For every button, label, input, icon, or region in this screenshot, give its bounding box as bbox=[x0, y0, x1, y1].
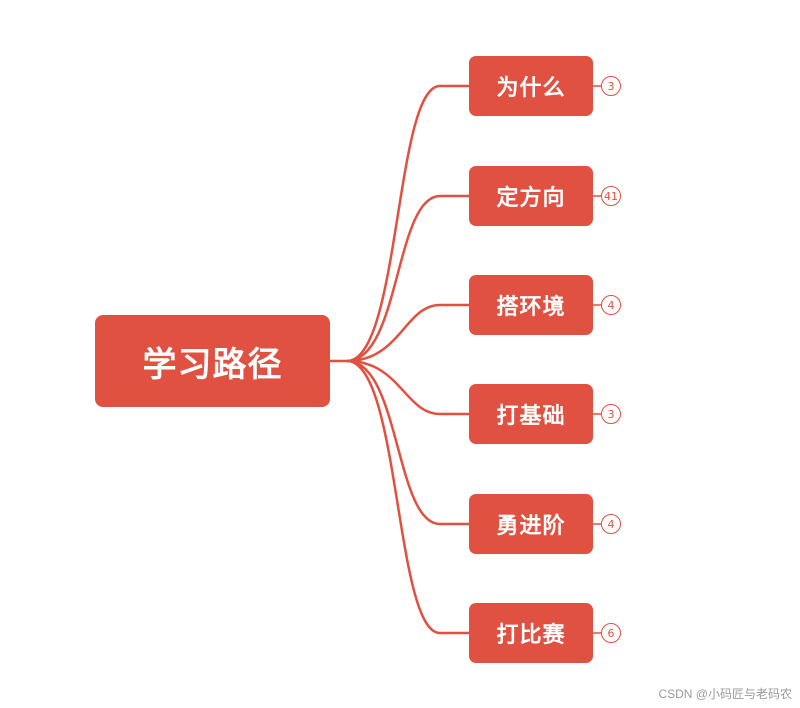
collapsed-count-badge[interactable]: 41 bbox=[601, 186, 621, 206]
branch-node-advanced[interactable]: 勇进阶 bbox=[469, 494, 593, 554]
branch-node-basics[interactable]: 打基础 bbox=[469, 384, 593, 444]
connector-6 bbox=[346, 359, 469, 635]
badge-count: 3 bbox=[607, 79, 615, 93]
badge-count: 4 bbox=[607, 517, 615, 531]
connector-5 bbox=[346, 359, 469, 526]
branch-node-label: 搭环境 bbox=[496, 295, 566, 320]
branch-node-competition[interactable]: 打比赛 bbox=[469, 603, 593, 663]
watermark: CSDN @小码匠与老码农 bbox=[658, 687, 792, 701]
badge-count: 41 bbox=[604, 189, 618, 203]
collapsed-count-badge[interactable]: 4 bbox=[601, 295, 621, 315]
collapsed-count-badge[interactable]: 3 bbox=[601, 404, 621, 424]
branch-node-label: 勇进阶 bbox=[496, 514, 566, 539]
branch-node-label: 定方向 bbox=[496, 186, 566, 211]
badge-count: 6 bbox=[607, 626, 615, 640]
branch-node-direction[interactable]: 定方向 bbox=[469, 166, 593, 226]
connector-2 bbox=[346, 194, 469, 363]
connector-3 bbox=[346, 303, 469, 363]
branch-node-environment[interactable]: 搭环境 bbox=[469, 275, 593, 335]
badge-count: 3 bbox=[607, 407, 615, 421]
badge-count: 4 bbox=[607, 298, 615, 312]
connector-4 bbox=[346, 359, 469, 416]
root-node-label: 学习路径 bbox=[142, 344, 283, 385]
connector-1 bbox=[330, 84, 469, 363]
branch-node-label: 打比赛 bbox=[496, 623, 566, 648]
branch-node-why[interactable]: 为什么 bbox=[469, 56, 593, 116]
collapsed-count-badge[interactable]: 4 bbox=[601, 514, 621, 534]
root-node[interactable]: 学习路径 bbox=[95, 315, 330, 407]
collapsed-count-badge[interactable]: 6 bbox=[601, 623, 621, 643]
branch-node-label: 为什么 bbox=[496, 76, 566, 101]
collapsed-count-badge[interactable]: 3 bbox=[601, 76, 621, 96]
branch-node-label: 打基础 bbox=[496, 404, 566, 429]
